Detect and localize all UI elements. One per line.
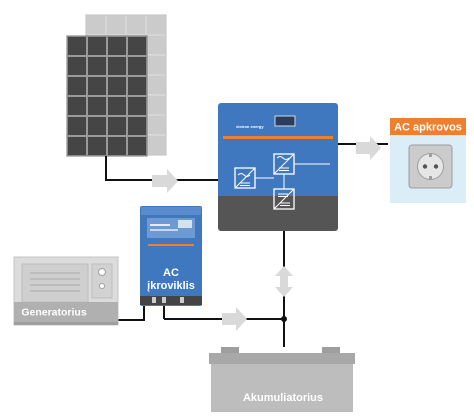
generator-wire — [118, 305, 145, 321]
charger-icon — [140, 206, 202, 306]
socket-icon — [390, 118, 466, 203]
arrow-pv-to-inverter — [152, 169, 178, 193]
arrow-inverter-to-loads — [356, 136, 381, 160]
pv-wire — [105, 156, 218, 181]
arrow-charger-to-battery — [222, 307, 247, 331]
junction-dot — [281, 316, 287, 322]
charger-label-line2: įkroviklis — [147, 280, 195, 292]
battery-label: Akumuliatorius — [243, 392, 323, 404]
battery-icon — [209, 347, 355, 412]
generator-icon — [13, 256, 119, 326]
ac-loads-label: AC apkrovos — [394, 122, 462, 134]
inverter-icon — [218, 103, 338, 231]
arrow-bidirectional — [275, 266, 293, 297]
flow-arrow-icon — [152, 136, 381, 331]
solar-panel-icon — [66, 14, 167, 157]
charger-label-line1: AC — [163, 267, 179, 279]
generator-label: Generatorius — [21, 307, 87, 319]
brand-logo-text: victron energy — [236, 124, 264, 129]
